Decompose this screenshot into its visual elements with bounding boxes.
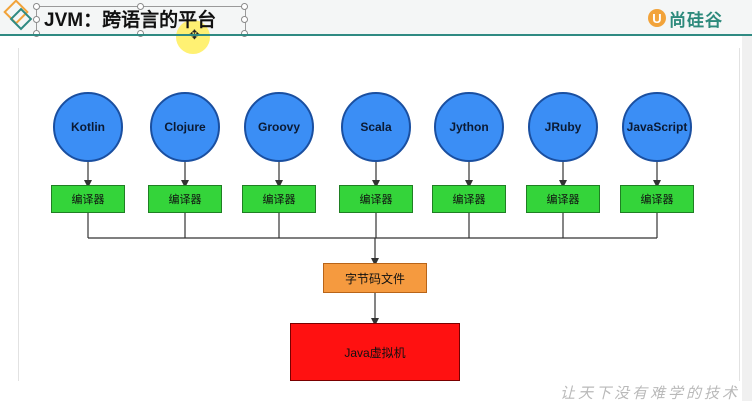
header-divider (0, 34, 752, 36)
page-title[interactable]: JVM：跨语言的平台 (44, 10, 217, 31)
bytecode-box: 字节码文件 (323, 263, 427, 293)
language-node-jython: Jython (434, 92, 504, 162)
compiler-box-jruby: 编译器 (526, 185, 600, 213)
resize-handle-tm[interactable] (137, 3, 144, 10)
resize-handle-tr[interactable] (241, 3, 248, 10)
compiler-box-javascript: 编译器 (620, 185, 694, 213)
compiler-box-groovy: 编译器 (242, 185, 316, 213)
brand-name: 尚硅谷 (669, 10, 723, 30)
slide-frame (18, 48, 740, 381)
resize-handle-bm[interactable] (137, 30, 144, 37)
watermark: 让天下没有难学的技术 (560, 385, 741, 402)
resize-handle-bl[interactable] (33, 30, 40, 37)
jvm-box: Java虚拟机 (290, 323, 460, 381)
language-node-javascript: JavaScript (622, 92, 692, 162)
compiler-box-scala: 编译器 (339, 185, 413, 213)
compiler-box-jython: 编译器 (432, 185, 506, 213)
resize-handle-ml[interactable] (33, 16, 40, 23)
brand-logo: U 尚硅谷 (648, 6, 723, 30)
language-node-groovy: Groovy (244, 92, 314, 162)
language-node-clojure: Clojure (150, 92, 220, 162)
compiler-box-clojure: 编译器 (148, 185, 222, 213)
resize-handle-br[interactable] (241, 30, 248, 37)
language-node-scala: Scala (341, 92, 411, 162)
cursor-highlight (176, 20, 210, 54)
compiler-box-kotlin: 编译器 (51, 185, 125, 213)
language-node-kotlin: Kotlin (53, 92, 123, 162)
language-node-jruby: JRuby (528, 92, 598, 162)
diamond-logo-icon (3, 0, 33, 31)
vertical-scrollbar[interactable] (742, 36, 752, 401)
brand-mark-icon: U (648, 9, 666, 27)
resize-handle-tl[interactable] (33, 3, 40, 10)
resize-handle-mr[interactable] (241, 16, 248, 23)
